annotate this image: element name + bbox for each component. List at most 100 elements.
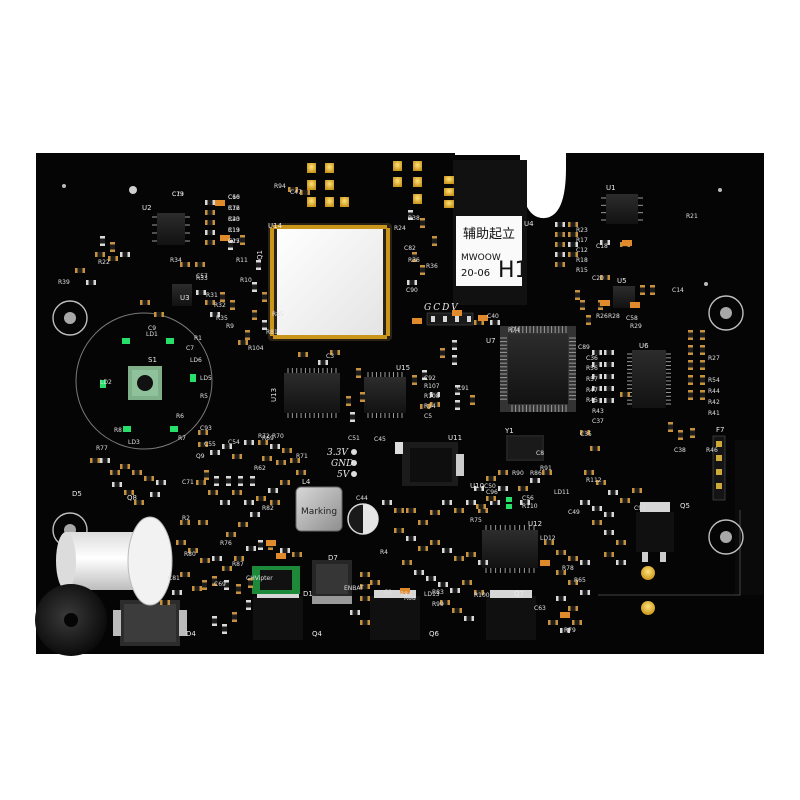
ref-label: C13 xyxy=(228,227,240,234)
ref-label: R86 xyxy=(530,470,542,477)
ref-label: R82 xyxy=(262,505,274,512)
ref-label: C91 xyxy=(457,385,469,392)
ref-label: R75 xyxy=(470,517,482,524)
ref-label: C19 xyxy=(172,191,184,198)
ref-label: R45 xyxy=(586,397,598,404)
pcb-edge-strip xyxy=(735,440,763,595)
chip-u6 xyxy=(627,350,671,408)
ref-label: C8 xyxy=(536,450,544,457)
ref-label: CHVipter xyxy=(246,575,273,582)
module-ref-label: U4 xyxy=(524,220,534,228)
ref-label: R34 xyxy=(170,257,182,264)
ref-label: R23 xyxy=(576,227,588,234)
ref-label: R22 xyxy=(98,259,110,266)
ref-label: C35 xyxy=(580,431,592,438)
label-q8: Q8 xyxy=(127,494,137,502)
ref-label: R81 xyxy=(266,329,278,336)
ref-label: R2 xyxy=(182,515,190,522)
module-u14 xyxy=(268,223,392,341)
module-date-label: 20-06 xyxy=(461,268,490,279)
module-cjk-label: 辅助起立 xyxy=(463,227,515,242)
ref-label: C71 xyxy=(182,479,194,486)
ref-label: C9 xyxy=(148,325,156,332)
label-u11: U11 xyxy=(448,434,462,442)
ref-label: C40 xyxy=(487,313,499,320)
gold-pad-array-right xyxy=(393,161,422,204)
module-model-label: MWOOW xyxy=(461,253,501,263)
label-q1: Q1 xyxy=(256,250,264,260)
ref-label: C90 xyxy=(406,287,418,294)
label-s1: S1 xyxy=(148,356,157,364)
ref-label: R42 xyxy=(708,399,720,406)
label-q6: Q6 xyxy=(429,630,440,638)
chip-u12 xyxy=(482,525,538,573)
ref-label: Q9 xyxy=(196,453,205,460)
ref-label: R31 xyxy=(206,292,218,299)
ref-label: R36 xyxy=(426,263,438,270)
ref-label: ENBAT xyxy=(344,585,364,592)
chip-u13 xyxy=(284,368,340,418)
ref-label: R29 xyxy=(630,323,642,330)
ref-label: R110 xyxy=(522,503,538,510)
ref-label: R62 xyxy=(254,465,266,472)
ref-label: R87 xyxy=(232,561,244,568)
label-u7: U7 xyxy=(486,337,496,345)
gold-pad-array-left xyxy=(307,163,349,207)
inductor-marking: Marking xyxy=(301,507,337,517)
ref-label: C12 xyxy=(576,247,588,254)
chip-u5 xyxy=(613,286,635,308)
green-leds xyxy=(100,338,512,509)
electrolytic-capacitor xyxy=(347,503,379,535)
ref-label: LD1 xyxy=(146,331,158,338)
label-y1: Y1 xyxy=(504,427,514,435)
ref-label: R79 xyxy=(564,627,576,634)
ref-label: R107 xyxy=(424,383,440,390)
ref-label: C82 xyxy=(404,245,416,252)
ref-label: R35 xyxy=(216,315,228,322)
ref-label: C37 xyxy=(592,418,604,425)
ref-label: C58 xyxy=(626,315,638,322)
ref-label: R41 xyxy=(708,410,720,417)
ref-label: C92 xyxy=(424,375,436,382)
ref-label: R85 xyxy=(272,311,284,318)
ref-label: C14 xyxy=(672,287,684,294)
ref-label: C7 xyxy=(186,345,194,352)
crystal-y1 xyxy=(506,435,544,461)
ref-label: R4 xyxy=(380,549,388,556)
label-u2: U2 xyxy=(142,204,152,212)
ref-label: R26 xyxy=(596,313,608,320)
ref-label: R11 xyxy=(236,257,248,264)
ref-label: C49 xyxy=(568,509,580,516)
ref-label: R78 xyxy=(562,565,574,572)
label-q4: Q4 xyxy=(312,630,323,638)
ref-label: C27 xyxy=(228,238,240,245)
ref-label: C5 xyxy=(424,413,432,420)
label-l4: L4 xyxy=(302,478,311,486)
chip-u1 xyxy=(601,194,643,224)
ref-label: R84 xyxy=(400,591,412,598)
label-u12: U12 xyxy=(528,520,542,528)
label-u15: U15 xyxy=(396,364,410,372)
label-u10: U10 xyxy=(470,482,484,490)
ref-label: R47 xyxy=(586,387,598,394)
ref-label: C1 xyxy=(384,589,392,596)
ref-label: C18 xyxy=(596,243,608,250)
power-label-3v3: 3.3V xyxy=(327,448,349,458)
ref-label: R76 xyxy=(220,540,232,547)
power-label-5v: 5V xyxy=(337,470,351,480)
label-f7: F7 xyxy=(716,426,724,434)
ref-label: C36 xyxy=(586,355,598,362)
ref-label: C3 xyxy=(326,353,334,360)
chip-u7-qfp xyxy=(500,326,576,412)
transistor-q7 xyxy=(486,590,536,640)
chip-u3 xyxy=(172,284,192,306)
test-pads xyxy=(641,566,655,615)
ref-label: R104 xyxy=(248,345,264,352)
label-d7: D7 xyxy=(328,554,338,562)
chip-u2 xyxy=(152,213,190,245)
fiducial-pad xyxy=(129,186,137,194)
ref-label: R5 xyxy=(200,393,208,400)
ref-label: R74 xyxy=(508,327,520,334)
